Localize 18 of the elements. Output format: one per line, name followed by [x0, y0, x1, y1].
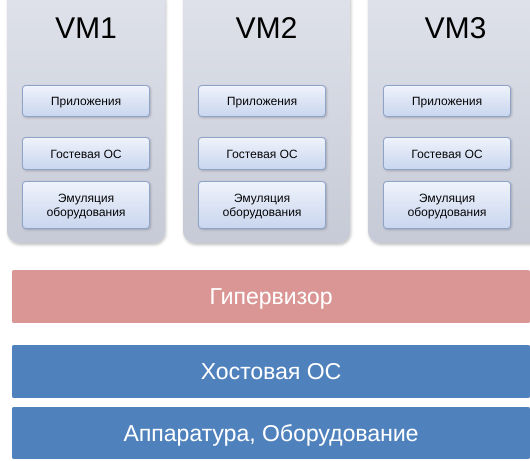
vm-title: VM2 — [234, 12, 298, 46]
layer-band: Гипервизор — [12, 270, 530, 323]
layer-box: Приложения — [383, 85, 511, 117]
layer-box: Приложения — [198, 85, 326, 117]
layer-band: Хостовая ОС — [12, 345, 530, 398]
vm-title: VM1 — [54, 12, 118, 46]
layer-band: Аппаратура, Оборудование — [12, 407, 530, 459]
layer-box: Эмуляция оборудования — [198, 181, 326, 229]
layer-box: Гостевая ОС — [22, 137, 150, 170]
layer-box: Эмуляция оборудования — [22, 181, 150, 229]
layer-box: Гостевая ОС — [198, 137, 326, 170]
layer-box: Гостевая ОС — [383, 137, 511, 170]
vm-panel — [7, 0, 165, 243]
vm-panel — [368, 0, 530, 243]
vm-panel — [183, 0, 350, 243]
vm-title: VM3 — [424, 12, 488, 46]
layer-box: Приложения — [22, 85, 150, 117]
layer-box: Эмуляция оборудования — [383, 181, 511, 229]
